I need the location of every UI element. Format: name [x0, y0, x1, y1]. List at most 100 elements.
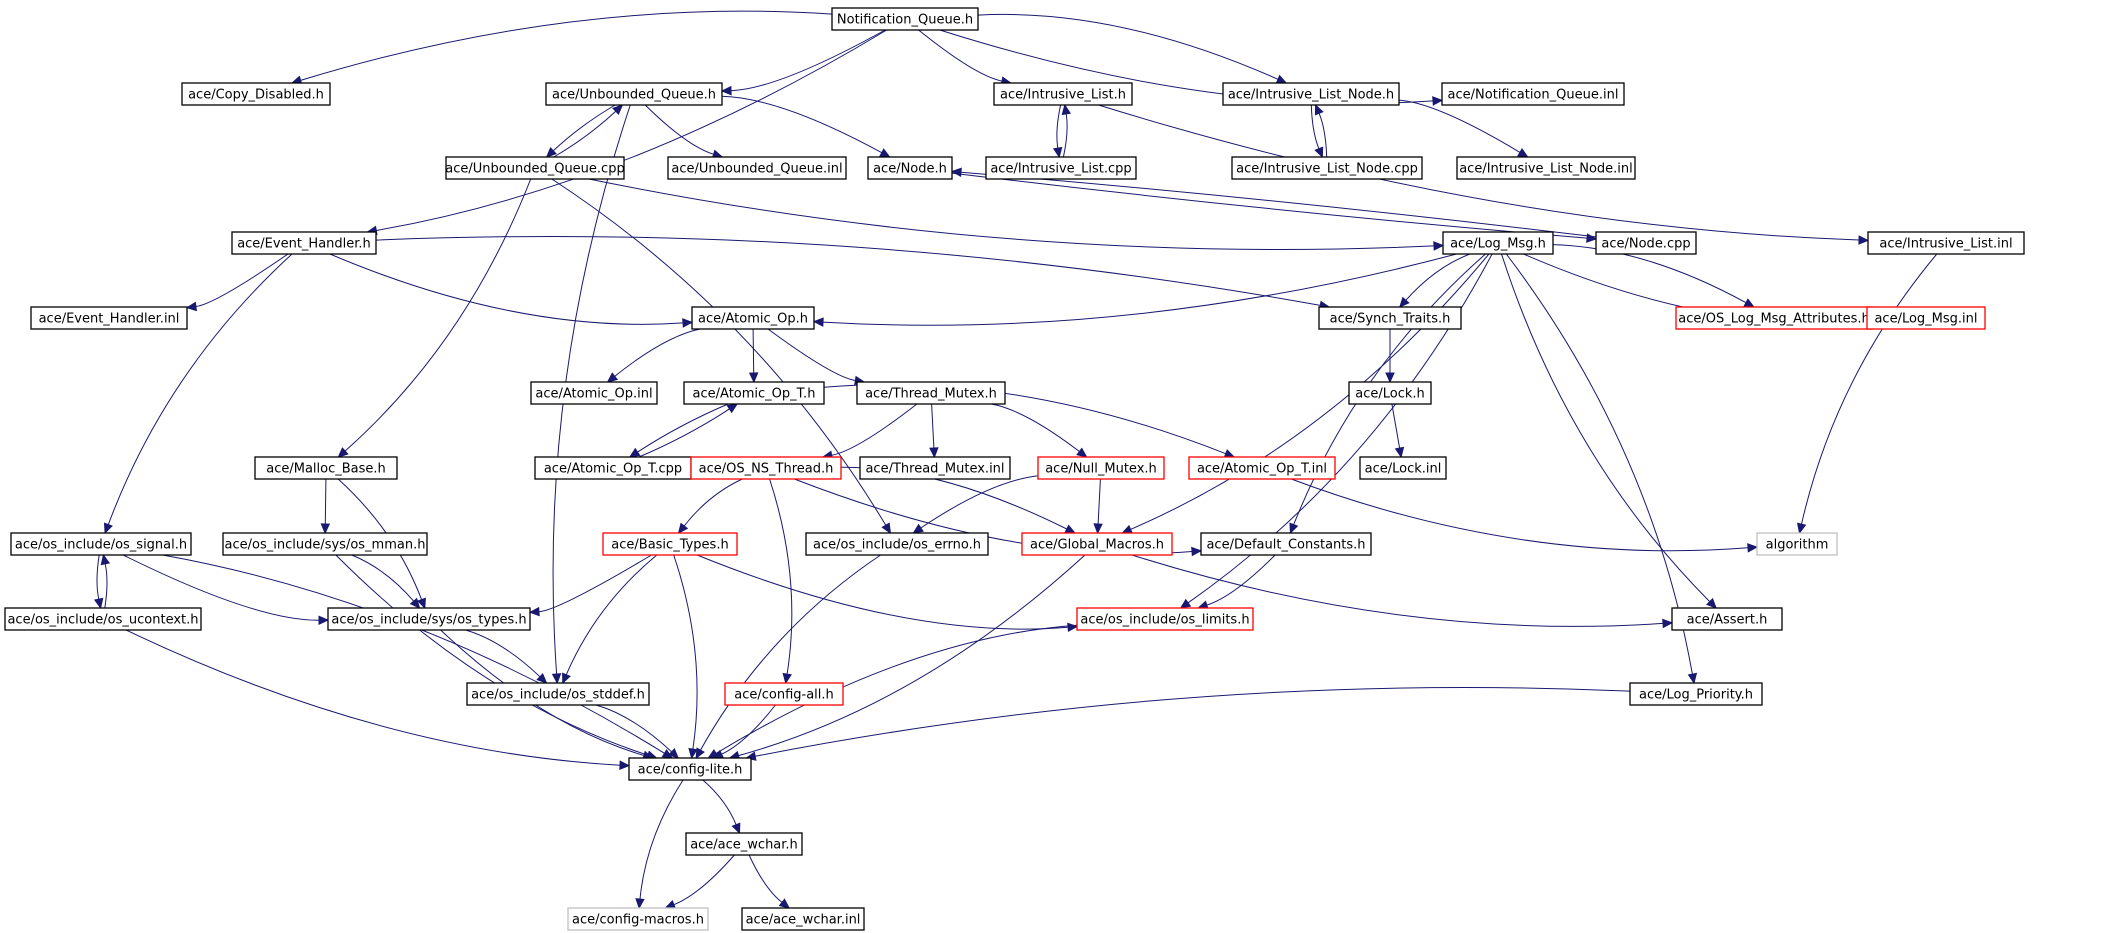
- node-label: ace/Intrusive_List_Node.h: [1228, 88, 1394, 103]
- arrowhead-thread_mutex_h-to-thread_mutex_inl: [929, 447, 939, 459]
- edge-event_handler_h-to-event_handler_inl: [195, 253, 289, 307]
- node-basic-types-h[interactable]: ace/Basic_Types.h: [602, 532, 738, 556]
- node-unbounded-queue-h[interactable]: ace/Unbounded_Queue.h: [545, 82, 723, 106]
- arrowhead-os_ns_thread_h-to-global_macros_h: [1064, 524, 1077, 534]
- node-label: ace/os_include/os_signal.h: [15, 538, 187, 553]
- node-intrusive-list-h[interactable]: ace/Intrusive_List.h: [993, 82, 1133, 106]
- node-label: ace/os_include/os_stddef.h: [471, 688, 645, 703]
- node-intrusive-list-node-cpp[interactable]: ace/Intrusive_List_Node.cpp: [1231, 156, 1423, 180]
- node-os-signal-h[interactable]: ace/os_include/os_signal.h: [10, 532, 192, 556]
- node-os-mman-h[interactable]: ace/os_include/sys/os_mman.h: [222, 532, 428, 556]
- edge-atomic_op_h-to-thread_mutex_h: [767, 328, 856, 381]
- node-os-errno-h[interactable]: ace/os_include/os_errno.h: [805, 532, 989, 556]
- node-label: ace/Unbounded_Queue.h: [552, 88, 716, 103]
- node-box: [445, 156, 625, 180]
- arrowhead-thread_mutex_h-to-null_mutex_h: [1076, 447, 1088, 458]
- node-intrusive-list-inl[interactable]: ace/Intrusive_List.inl: [1867, 231, 2025, 255]
- node-box: [530, 381, 658, 405]
- edge-notification_queue_h-to-intrusive_list_h: [918, 29, 1003, 82]
- edge-notification_queue_h-to-unbounded_queue_h: [730, 29, 886, 92]
- arrowhead-synch_traits_h-to-lock_h: [1385, 372, 1395, 384]
- node-malloc-base-h[interactable]: ace/Malloc_Base.h: [254, 456, 398, 480]
- node-event-handler-inl[interactable]: ace/Event_Handler.inl: [30, 306, 188, 330]
- node-os-ucontext-h[interactable]: ace/os_include/os_ucontext.h: [4, 607, 202, 631]
- node-atomic-op-h[interactable]: ace/Atomic_Op.h: [691, 306, 815, 330]
- edge-log_msg_h-to-global_macros_h: [1130, 253, 1490, 530]
- node-os-stddef-h[interactable]: ace/os_include/os_stddef.h: [466, 682, 650, 706]
- node-box: [805, 532, 989, 556]
- node-default-constants-h[interactable]: ace/Default_Constants.h: [1200, 532, 1372, 556]
- edge-intrusive_list_node_h-to-intrusive_list_node_cpp: [1310, 104, 1320, 149]
- node-unbounded-queue-cpp[interactable]: ace/Unbounded_Queue.cpp: [445, 156, 625, 180]
- node-log-priority-h[interactable]: ace/Log_Priority.h: [1629, 682, 1763, 706]
- node-os-limits-h[interactable]: ace/os_include/os_limits.h: [1076, 607, 1254, 631]
- arrowhead-intrusive_list_h-to-intrusive_list_cpp: [1052, 146, 1063, 159]
- node-lock-h[interactable]: ace/Lock.h: [1348, 381, 1432, 405]
- node-log-msg-h[interactable]: ace/Log_Msg.h: [1442, 231, 1554, 255]
- node-label: ace/Unbounded_Queue.inl: [671, 162, 842, 177]
- arrowhead-os_types_h-to-os_stddef_h: [536, 672, 548, 684]
- node-copy-disabled-h[interactable]: ace/Copy_Disabled.h: [181, 82, 331, 106]
- node-os-log-msg-attributes-h[interactable]: ace/OS_Log_Msg_Attributes.h: [1675, 306, 1873, 330]
- arrowhead-log_msg_h-to-log_priority_h: [1687, 672, 1698, 685]
- node-event-handler-h[interactable]: ace/Event_Handler.h: [231, 231, 377, 255]
- node-box: [685, 832, 803, 856]
- arrowhead-os_ns_thread_h-to-basic_types_h: [677, 522, 689, 534]
- node-ace-wchar-inl[interactable]: ace/ace_wchar.inl: [741, 907, 865, 931]
- edge-thread_mutex_h-to-thread_mutex_inl: [931, 403, 935, 449]
- node-label: ace/Thread_Mutex.h: [865, 387, 997, 402]
- node-label: ace/Atomic_Op_T.inl: [1197, 462, 1327, 477]
- arrowhead-null_mutex_h-to-global_macros_h: [1093, 523, 1103, 535]
- node-atomic-op-inl[interactable]: ace/Atomic_Op.inl: [530, 381, 658, 405]
- node-box: [1595, 231, 1697, 255]
- node-notification-queue-h[interactable]: Notification_Queue.h: [831, 7, 979, 31]
- node-thread-mutex-inl[interactable]: ace/Thread_Mutex.inl: [859, 456, 1011, 480]
- edge-os_limits_h-to-config_lite_h: [715, 624, 1078, 754]
- node-node-h[interactable]: ace/Node.h: [867, 156, 953, 180]
- node-synch-traits-h[interactable]: ace/Synch_Traits.h: [1318, 306, 1462, 330]
- node-intrusive-list-cpp[interactable]: ace/Intrusive_List.cpp: [985, 156, 1137, 180]
- arrowhead-event_handler_h-to-atomic_op_h: [682, 318, 694, 328]
- node-lock-inl[interactable]: ace/Lock.inl: [1359, 456, 1447, 480]
- node-notification-queue-inl[interactable]: ace/Notification_Queue.inl: [1441, 82, 1625, 106]
- node-node-cpp[interactable]: ace/Node.cpp: [1595, 231, 1697, 255]
- node-global-macros-h[interactable]: ace/Global_Macros.h: [1021, 532, 1173, 556]
- node-atomic-op-t-h[interactable]: ace/Atomic_Op_T.h: [683, 381, 825, 405]
- node-label: algorithm: [1766, 538, 1829, 553]
- node-intrusive-list-node-inl[interactable]: ace/Intrusive_List_Node.inl: [1456, 156, 1636, 180]
- node-box: [4, 607, 202, 631]
- node-atomic-op-t-cpp[interactable]: ace/Atomic_Op_T.cpp: [534, 456, 692, 480]
- node-null-mutex-h[interactable]: ace/Null_Mutex.h: [1037, 456, 1165, 480]
- arrowhead-event_handler_h-to-os_signal_h: [103, 522, 113, 535]
- node-label: ace/Intrusive_List.h: [1000, 88, 1126, 103]
- node-box: [667, 156, 847, 180]
- node-os-types-h[interactable]: ace/os_include/sys/os_types.h: [327, 607, 531, 631]
- arrowhead-notification_queue_h-to-unbounded_queue_h: [720, 85, 732, 96]
- node-box: [10, 532, 192, 556]
- arrowhead-os_ucontext_h-to-config_lite_h: [619, 760, 631, 770]
- node-config-all-h[interactable]: ace/config-all.h: [724, 682, 844, 706]
- node-config-macros-h[interactable]: ace/config-macros.h: [567, 907, 709, 931]
- arrowhead-unbounded_queue_cpp-to-log_msg_h: [1433, 241, 1445, 251]
- node-config-lite-h[interactable]: ace/config-lite.h: [628, 757, 752, 781]
- node-unbounded-queue-inl[interactable]: ace/Unbounded_Queue.inl: [667, 156, 847, 180]
- edge-event_handler_h-to-synch_traits_h: [375, 235, 1321, 306]
- node-box: [1456, 156, 1636, 180]
- node-label: ace/OS_NS_Thread.h: [699, 462, 834, 477]
- node-intrusive-list-node-h[interactable]: ace/Intrusive_List_Node.h: [1222, 82, 1400, 106]
- node-assert-h[interactable]: ace/Assert.h: [1671, 607, 1783, 631]
- node-box: [602, 532, 738, 556]
- node-box: [1629, 682, 1763, 706]
- node-thread-mutex-h[interactable]: ace/Thread_Mutex.h: [856, 381, 1006, 405]
- edge-thread_mutex_h-to-null_mutex_h: [991, 403, 1080, 452]
- node-box: [1359, 456, 1447, 480]
- node-atomic-op-t-inl[interactable]: ace/Atomic_Op_T.inl: [1188, 456, 1336, 480]
- node-os-ns-thread-h[interactable]: ace/OS_NS_Thread.h: [690, 456, 842, 480]
- node-box: [691, 306, 815, 330]
- node-log-msg-inl[interactable]: ace/Log_Msg.inl: [1866, 306, 1986, 330]
- node-algorithm[interactable]: algorithm: [1756, 532, 1838, 556]
- node-box: [859, 456, 1011, 480]
- node-label: ace/os_include/sys/os_types.h: [331, 613, 526, 628]
- node-ace-wchar-h[interactable]: ace/ace_wchar.h: [685, 832, 803, 856]
- node-box: [231, 231, 377, 255]
